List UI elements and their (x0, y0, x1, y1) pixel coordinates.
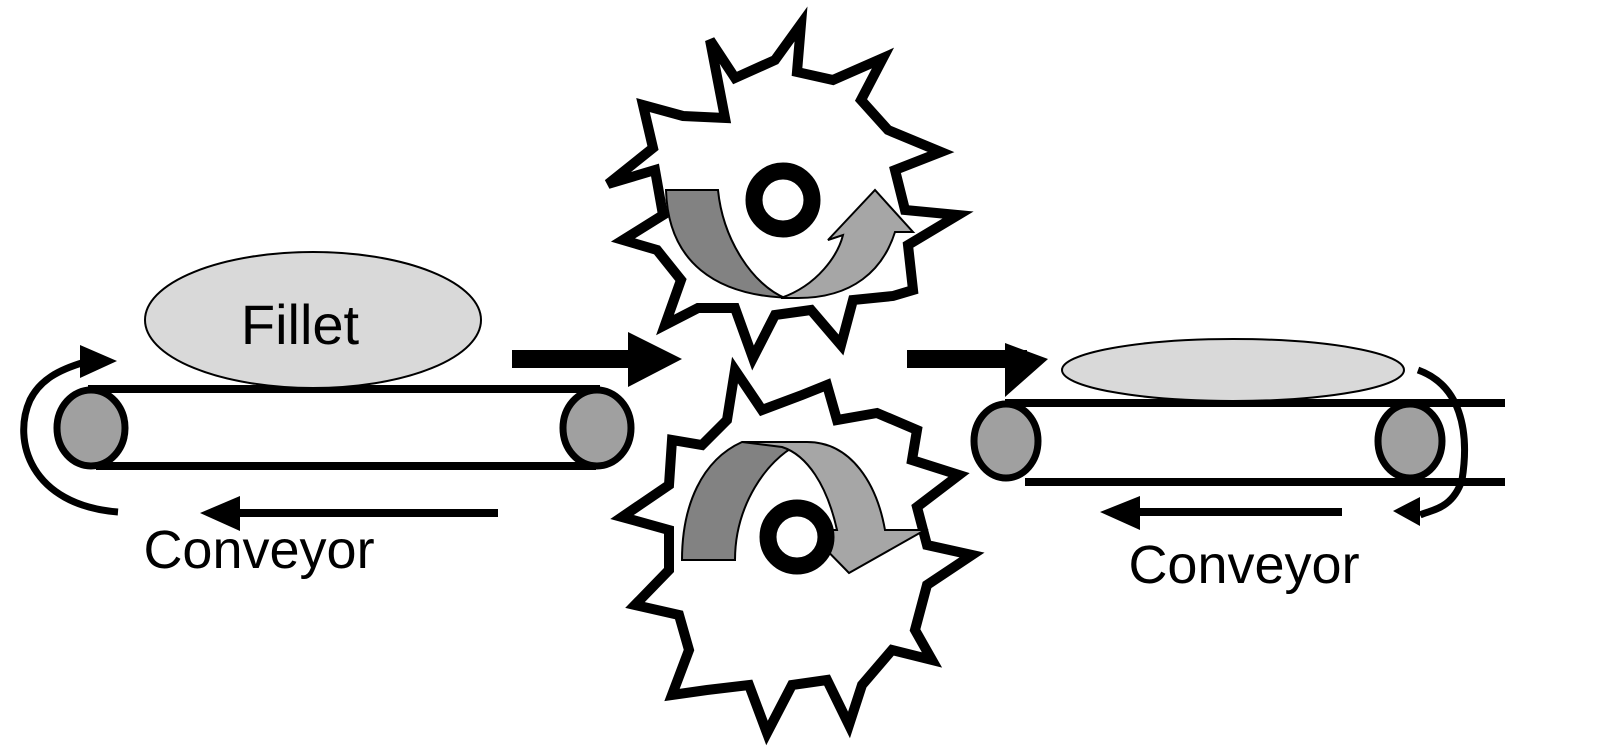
fillet-input: Fillet (144, 251, 482, 389)
roller-right-2 (1374, 400, 1446, 482)
roller-left-1 (53, 386, 129, 470)
roller-top-gear (604, 6, 974, 371)
return-arc-left (20, 358, 119, 516)
arrow-right-icon (628, 332, 682, 387)
roller-bottom-gear (610, 356, 985, 746)
rotation-arrow-light (741, 441, 929, 575)
return-arrowhead-right-icon (1393, 497, 1420, 526)
flow-arrow-in (512, 332, 682, 387)
hub-top (745, 162, 821, 238)
conveyor-right (970, 399, 1505, 486)
return-arrowhead-left-icon (80, 345, 117, 378)
arrow-left-icon (1100, 496, 1140, 530)
fillet-output (1061, 338, 1405, 402)
return-arc-right (1416, 366, 1468, 519)
conveyor-left-label: Conveyor (143, 520, 374, 580)
conveyor-right-label: Conveyor (1128, 535, 1359, 595)
rotation-arrow-light (780, 188, 916, 299)
roller-left-2 (559, 386, 635, 470)
arrow-left-icon (200, 496, 240, 531)
conveyor-left (20, 345, 635, 531)
arrow-right-icon (1005, 343, 1048, 397)
fillet-label: Fillet (241, 293, 360, 356)
hub-bottom (759, 499, 835, 575)
flow-arrow-out (907, 343, 1048, 397)
roller-right-1 (970, 400, 1042, 482)
